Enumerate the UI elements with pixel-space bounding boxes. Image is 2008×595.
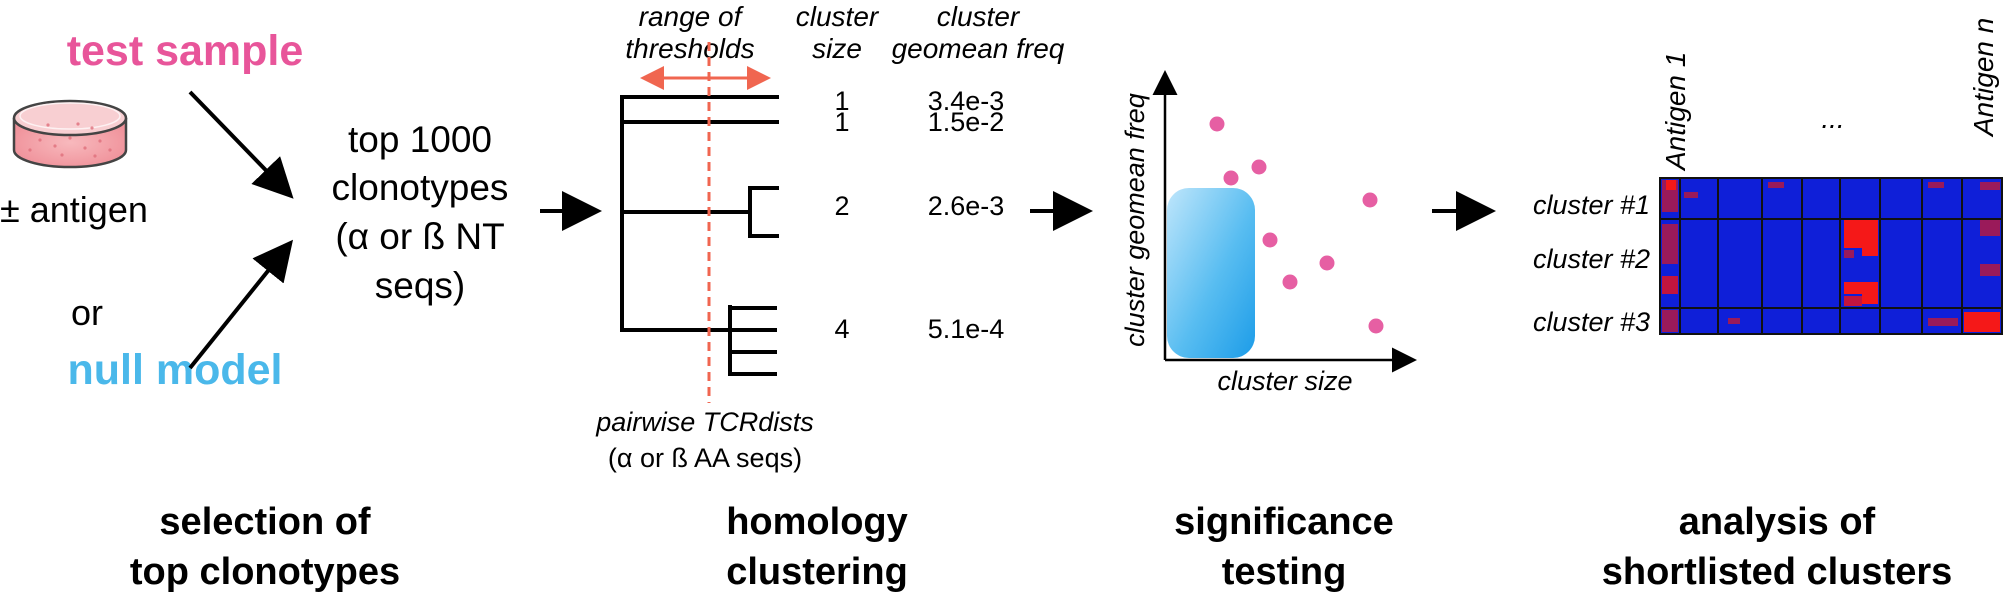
top-clonotypes-line1: top 1000: [348, 119, 492, 160]
scatter-point: [1319, 255, 1335, 271]
arrow-test-to-top: [188, 90, 294, 199]
scatter-point: [1368, 318, 1384, 334]
petri-dish-icon: [12, 99, 128, 169]
footer-significance-line1: significance: [1174, 501, 1394, 543]
arrow-null-to-top: [188, 239, 294, 370]
row1-size: 1: [834, 86, 849, 116]
geomean-header-line2: geomean freq: [892, 33, 1065, 64]
footer-clustering-line1: homology: [726, 501, 908, 543]
row2-size: 1: [834, 107, 849, 137]
null-model-label: null model: [68, 346, 283, 394]
row1-freq: 3.4e-3: [928, 86, 1005, 116]
geomean-header-line1: cluster: [937, 1, 1021, 32]
footer-significance-line2: testing: [1222, 551, 1347, 593]
panel-clustering: range of thresholds cluster size cluster…: [595, 1, 1093, 593]
row2-freq: 1.5e-2: [928, 107, 1005, 137]
column-label-antigen-1: Antigen 1: [1660, 52, 1691, 172]
scatter-points: [1209, 116, 1384, 334]
range-thresholds-line1: range of: [639, 1, 745, 32]
heatmap: [1659, 177, 2003, 335]
antigen-label: ± antigen: [0, 189, 148, 230]
dendrogram-leaves-4: [728, 306, 777, 376]
row-label-cluster-1: cluster #1: [1533, 190, 1650, 220]
pairwise-tcrdists-line2: (α or ß AA seqs): [608, 443, 802, 473]
y-axis-label: cluster geomean freq: [1120, 93, 1150, 347]
column-label-ellipsis: ...: [1821, 103, 1844, 134]
scatter-point: [1362, 192, 1378, 208]
scatter-point: [1282, 274, 1298, 290]
footer-clustering-line2: clustering: [726, 551, 908, 593]
footer-selection-line1: selection of: [159, 501, 370, 543]
panel-analysis: Antigen 1 ... Antigen n cluster #1 clust…: [1533, 18, 2003, 593]
dendrogram: [620, 95, 779, 376]
column-label-antigen-n: Antigen n: [1968, 18, 1999, 138]
row3-freq: 2.6e-3: [928, 191, 1005, 221]
row4-size: 4: [834, 314, 849, 344]
scatter-point: [1223, 170, 1239, 186]
scatter-point: [1251, 159, 1267, 175]
cluster-size-header-line2: size: [812, 33, 862, 64]
top-clonotypes-line2: clonotypes: [332, 167, 509, 208]
row3-size: 2: [834, 191, 849, 221]
footer-analysis-line1: analysis of: [1679, 501, 1876, 543]
panel-selection: test sample ± antigen or null model top …: [0, 27, 602, 593]
x-axis-label: cluster size: [1217, 366, 1352, 396]
row-label-cluster-2: cluster #2: [1533, 244, 1650, 274]
or-label: or: [71, 292, 103, 333]
row-label-cluster-3: cluster #3: [1533, 307, 1650, 337]
scatter-point: [1209, 116, 1225, 132]
footer-analysis-line2: shortlisted clusters: [1602, 551, 1953, 593]
row4-freq: 5.1e-4: [928, 314, 1005, 344]
range-thresholds-line2: thresholds: [625, 33, 754, 64]
null-region: [1167, 188, 1255, 358]
top-clonotypes-line3: (α or ß NT: [335, 216, 504, 257]
panel-significance: cluster geomean freq cluster size signif…: [1120, 70, 1496, 593]
pairwise-tcrdists-line1: pairwise TCRdists: [595, 407, 814, 437]
scatter-point: [1262, 232, 1278, 248]
footer-selection-line2: top clonotypes: [130, 551, 400, 593]
test-sample-label: test sample: [67, 27, 304, 75]
top-clonotypes-line4: seqs): [375, 265, 465, 306]
cluster-size-header-line1: cluster: [796, 1, 880, 32]
